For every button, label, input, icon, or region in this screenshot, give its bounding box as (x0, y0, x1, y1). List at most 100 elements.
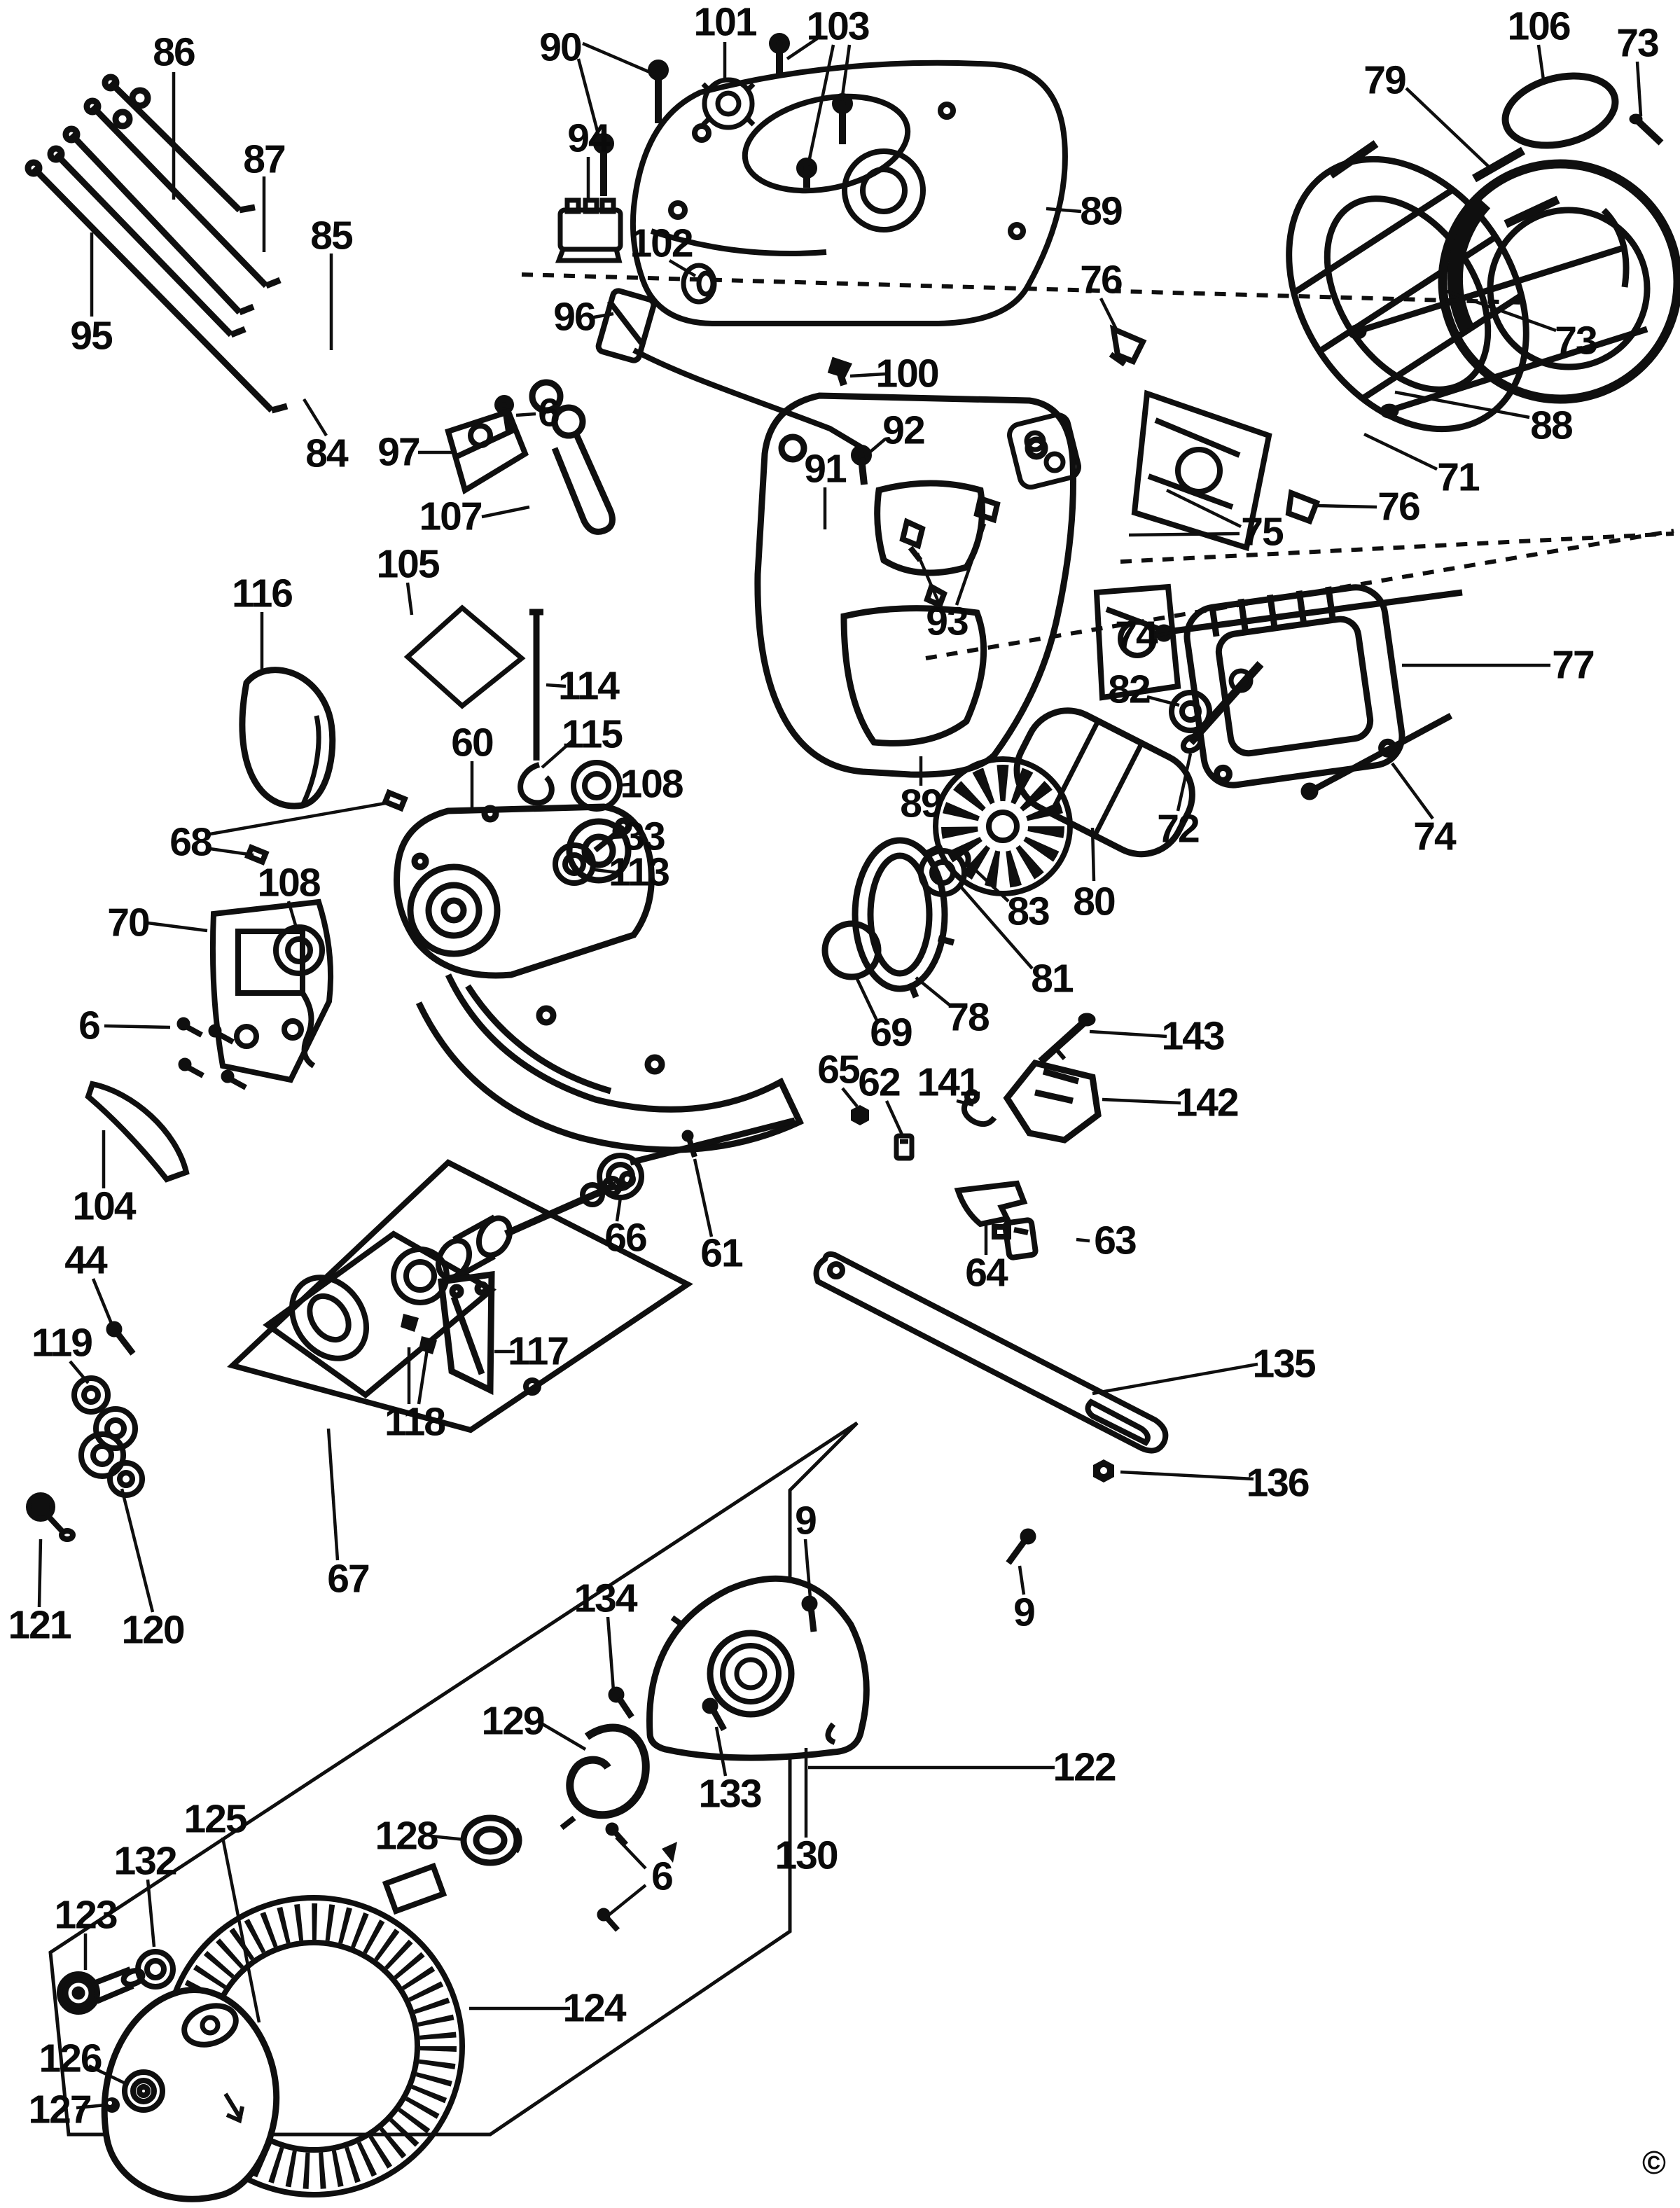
part-bearing-82 (1169, 690, 1212, 754)
part-label-102-14: 102 (630, 221, 693, 266)
part-knob-101 (701, 77, 756, 130)
part-label-73-9: 73 (1616, 20, 1659, 66)
part-connector-107 (529, 379, 616, 535)
part-label-sheet-105 (403, 604, 526, 709)
part-label-100-16: 100 (875, 351, 939, 396)
part-label-105-30: 105 (376, 541, 440, 587)
leader-line-93-27 (915, 553, 942, 606)
leader-line-105-30 (405, 582, 414, 616)
leader-line-103-7 (840, 44, 852, 102)
part-hook-115 (518, 762, 555, 806)
leader-line-6-84 (615, 1836, 647, 1870)
part-label-118-65: 118 (384, 1399, 446, 1445)
screws-90-103-92-100 (494, 33, 872, 485)
part-label-119-62: 119 (32, 1320, 93, 1366)
leader-line-84-4 (303, 398, 328, 437)
part-label-103-7: 103 (806, 4, 870, 49)
part-label-86-0: 86 (153, 29, 195, 75)
part-label-114-33: 114 (558, 663, 620, 709)
leader-line-78-50 (915, 976, 952, 1007)
part-fan-baffle-79 (1438, 159, 1680, 404)
leader-line-128-75 (431, 1834, 466, 1842)
leader-line-113-41 (589, 867, 618, 875)
leader-line-74-28 (1155, 630, 1173, 638)
part-lockoff-button (1007, 412, 1081, 490)
leader-line-108-45 (286, 901, 299, 931)
leader-line-80-44 (1090, 827, 1096, 882)
part-label-89-37: 89 (900, 781, 943, 826)
leader-line-70-46 (147, 921, 208, 933)
part-clip-141 (962, 1089, 997, 1127)
leader-line-132-79 (146, 1879, 156, 1947)
part-label-93-27: 93 (926, 599, 969, 644)
leader-line-102-14 (668, 259, 697, 277)
leader-line-71-23 (1363, 432, 1438, 471)
leader-line-61-58 (693, 1158, 714, 1237)
part-label-66-57: 66 (604, 1215, 647, 1261)
part-label-76-24: 76 (1377, 484, 1420, 529)
part-bushing-113 (553, 842, 596, 886)
part-label-6-48: 6 (78, 1003, 101, 1048)
part-label-104-56: 104 (72, 1183, 136, 1229)
part-label-106-8: 106 (1507, 4, 1571, 49)
part-label-62-53: 62 (858, 1060, 901, 1105)
part-pointer-104 (85, 1081, 190, 1183)
part-label-107-25: 107 (419, 494, 483, 539)
part-label-61-58: 61 (700, 1230, 743, 1276)
leader-line-92-21 (865, 438, 887, 457)
part-nut-65 (851, 1105, 869, 1125)
part-clip-129 (560, 1723, 677, 1863)
part-label-74-28: 74 (1115, 613, 1158, 658)
part-label-82-32: 82 (1108, 667, 1151, 712)
part-brush-bridge-75 (1093, 389, 1272, 701)
part-bead-127 (104, 2097, 120, 2113)
part-label-115-34: 115 (562, 711, 623, 757)
leader-line-73-17 (1446, 289, 1557, 333)
leader-line-129-74 (536, 1720, 587, 1751)
leader-line-126-81 (88, 2064, 129, 2087)
part-guard-cover-125 (101, 1987, 280, 2202)
part-nut-136 (1093, 1459, 1114, 1483)
part-blade-cover-78 (852, 837, 955, 999)
part-clip-76b (1285, 489, 1321, 525)
leader-line-120-70 (120, 1488, 155, 1613)
part-clip-76a (1109, 324, 1147, 367)
part-oring-69 (821, 920, 882, 980)
leader-line-89-12 (1046, 207, 1082, 214)
leader-line-125-78 (221, 1837, 261, 2023)
leader-line-119-62 (69, 1360, 90, 1384)
part-bolt-121 (26, 1492, 76, 1542)
part-grommet-126 (122, 2069, 165, 2113)
leader-line-103-7 (786, 37, 819, 60)
leader-line-134-67 (606, 1616, 616, 1691)
leader-line-93-27 (954, 523, 987, 606)
part-plate-62 (894, 1133, 915, 1161)
leader-line-68-42 (209, 847, 254, 857)
leader-line-65-52 (841, 1087, 859, 1108)
part-label-6-19: 6 (538, 390, 560, 436)
leader-line-75-26 (1128, 532, 1240, 537)
part-label-88-18: 88 (1530, 403, 1573, 448)
part-label-65-52: 65 (817, 1047, 860, 1092)
leader-line-79-10 (1405, 87, 1492, 169)
part-label-91-22: 91 (804, 446, 847, 492)
leader-line-82-32 (1146, 695, 1180, 707)
part-label-126-81: 126 (39, 2036, 102, 2081)
leader-line-81-47 (958, 884, 1034, 970)
leader-line-107-25 (481, 505, 530, 519)
part-label-127-82: 127 (28, 2087, 92, 2132)
part-label-63-59: 63 (1094, 1218, 1137, 1263)
part-label-74-39: 74 (1413, 814, 1456, 859)
part-label-120-70: 120 (121, 1607, 185, 1653)
part-label-143-51: 143 (1161, 1013, 1225, 1059)
part-pin-143 (1038, 1013, 1096, 1065)
part-gasket-106 (1501, 72, 1619, 149)
part-label-44-60: 44 (64, 1237, 107, 1283)
part-label-133-76: 133 (698, 1771, 762, 1817)
leader-line-121-69 (37, 1539, 43, 1608)
leader-line-69-49 (855, 978, 879, 1021)
leader-line-90-5 (582, 41, 652, 75)
part-label-78-50: 78 (947, 994, 990, 1040)
leader-line-74-39 (1391, 762, 1434, 820)
assembly-reference-dashed-line (521, 272, 1674, 660)
